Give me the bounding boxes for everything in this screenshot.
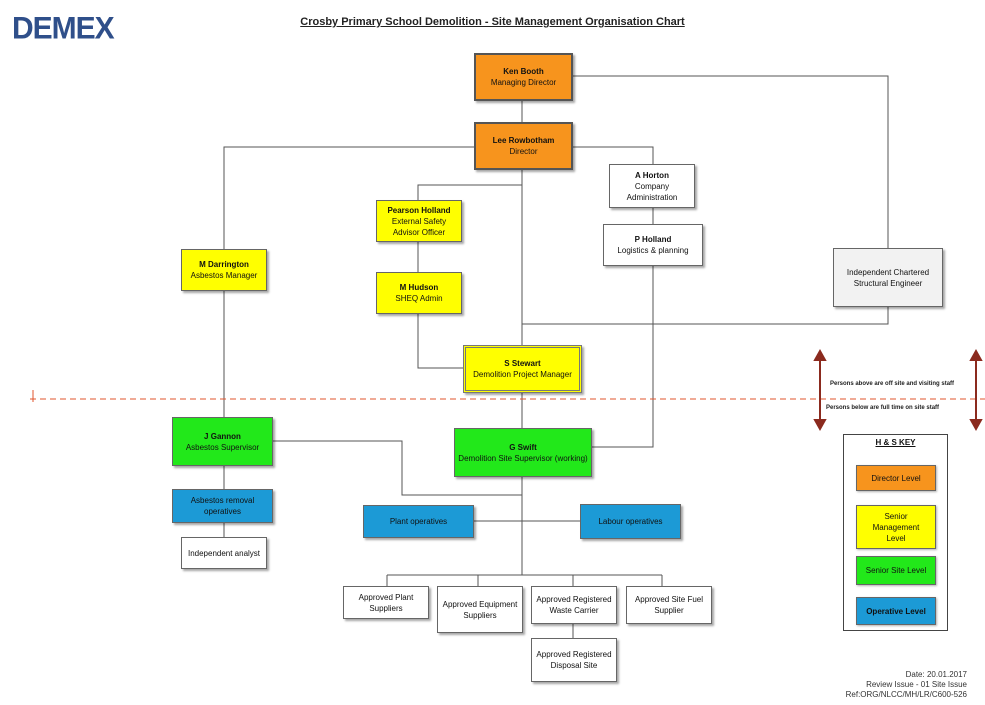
node-role: Demolition Site Supervisor (working)	[458, 453, 588, 463]
node-structural-engineer: Independent Chartered Structural Enginee…	[833, 248, 943, 307]
node-role: SHEQ Admin	[395, 294, 443, 303]
node-approved-equipment: Approved Equipment Suppliers	[437, 586, 523, 633]
node-role: Independent analyst	[187, 548, 261, 558]
node-role: Independent Chartered Structural Enginee…	[846, 267, 930, 288]
hs-key: H & S KEY Director Level Senior Manageme…	[843, 434, 948, 631]
node-approved-plant: Approved Plant Suppliers	[343, 586, 429, 619]
node-independent-analyst: Independent analyst	[181, 537, 267, 569]
node-role: Managing Director	[490, 78, 557, 87]
node-approved-waste: Approved Registered Waste Carrier	[531, 586, 617, 624]
node-role: Approved Plant Suppliers	[358, 592, 414, 613]
node-j-gannon: J Gannon Asbestos Supervisor	[172, 417, 273, 466]
node-role: Approved Registered Disposal Site	[536, 650, 612, 670]
node-role: Logistics & planning	[617, 246, 689, 255]
node-role: Asbestos Supervisor	[185, 442, 260, 452]
node-approved-fuel: Approved Site Fuel Supplier	[626, 586, 712, 624]
node-plant-operatives: Plant operatives	[363, 505, 474, 538]
node-name: Lee Rowbotham	[492, 136, 555, 145]
node-role: Approved Site Fuel Supplier	[634, 595, 704, 615]
key-operative-level: Operative Level	[856, 597, 936, 625]
node-role: Asbestos Manager	[190, 271, 258, 280]
node-p-holland: P Holland Logistics & planning	[603, 224, 703, 266]
node-lee-rowbotham: Lee Rowbotham Director	[474, 122, 573, 170]
node-m-hudson: M Hudson SHEQ Admin	[376, 272, 462, 314]
node-asbestos-removal: Asbestos removal operatives	[172, 489, 273, 523]
node-role: External Safety Advisor Officer	[391, 216, 447, 237]
node-approved-disposal: Approved Registered Disposal Site	[531, 638, 617, 682]
key-title: H & S KEY	[875, 438, 916, 447]
node-role: Company Administration	[626, 181, 678, 202]
node-role: Approved Registered Waste Carrier	[536, 595, 612, 615]
node-role: Plant operatives	[389, 517, 448, 526]
key-senior-management-level: Senior Management Level	[856, 505, 936, 549]
node-name: P Holland	[634, 235, 672, 244]
node-labour-operatives: Labour operatives	[580, 504, 681, 539]
node-ken-booth: Ken Booth Managing Director	[474, 53, 573, 101]
node-name: Pearson Holland	[387, 205, 451, 215]
key-director-level: Director Level	[856, 465, 936, 491]
node-pearson-holland: Pearson Holland External Safety Advisor …	[376, 200, 462, 242]
node-name: M Hudson	[399, 283, 439, 292]
node-role: Asbestos removal operatives	[190, 496, 255, 516]
node-name: S Stewart	[504, 359, 541, 368]
document-footer: Date: 20.01.2017 Review Issue - 01 Site …	[846, 670, 967, 700]
node-g-swift: G Swift Demolition Site Supervisor (work…	[454, 428, 592, 477]
node-name: A Horton	[635, 170, 669, 180]
node-role: Labour operatives	[598, 517, 663, 526]
footer-date: Date: 20.01.2017	[905, 670, 967, 679]
note-below: Persons below are full time on site staf…	[826, 405, 940, 411]
demex-logo: DEMEX	[12, 11, 115, 46]
node-a-horton: A Horton Company Administration	[609, 164, 695, 208]
node-role: Demolition Project Manager	[473, 370, 572, 379]
node-role: Director	[509, 147, 538, 156]
node-name: J Gannon	[204, 431, 241, 441]
node-name: M Darrington	[199, 260, 249, 269]
key-senior-site-level: Senior Site Level	[856, 556, 936, 585]
note-above: Persons above are off site and visiting …	[830, 381, 955, 387]
node-role: Approved Equipment Suppliers	[442, 599, 518, 620]
node-name: G Swift	[509, 442, 537, 452]
chart-title: Crosby Primary School Demolition - Site …	[300, 16, 685, 28]
node-s-stewart: S Stewart Demolition Project Manager	[463, 345, 582, 393]
footer-ref: Ref:ORG/NLCC/MH/LR/C600-526	[845, 690, 967, 699]
node-m-darrington: M Darrington Asbestos Manager	[181, 249, 267, 291]
node-name: Ken Booth	[503, 67, 544, 76]
footer-review: Review Issue - 01 Site Issue	[866, 680, 967, 689]
